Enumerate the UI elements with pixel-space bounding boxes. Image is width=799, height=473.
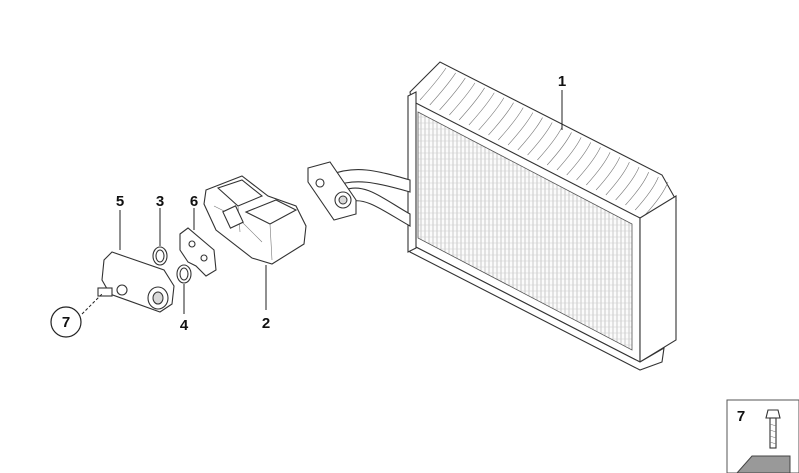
expansion-valve (97, 251, 175, 313)
o-ring-upper (152, 246, 168, 266)
gasket-plate (179, 227, 217, 277)
leader-lines (81, 90, 563, 315)
corrugation-line (507, 112, 534, 146)
corrugation-line (615, 167, 640, 201)
corrugation-line (449, 82, 476, 116)
corrugation-line (419, 67, 447, 101)
pipe-flange (307, 161, 411, 227)
corrugation-line (478, 97, 505, 131)
corrugation-line (595, 157, 621, 191)
corrugation-line (527, 122, 553, 156)
label-part-6: 6 (190, 193, 198, 210)
corrugation-line (576, 147, 601, 181)
corrugation-line (644, 181, 669, 216)
corrugation-line (458, 87, 485, 121)
legend-box: 7 (726, 399, 799, 473)
corrugation-line (429, 72, 456, 106)
label-part-2: 2 (262, 315, 270, 332)
expansion-valve-cover (203, 175, 307, 265)
callout-7: 7 (50, 306, 82, 338)
corrugation-line (537, 127, 563, 161)
corrugation-line (498, 107, 524, 141)
corrugation-line (605, 162, 630, 196)
o-ring-lower (176, 264, 192, 284)
corrugation-line (488, 102, 514, 136)
legend-tab-icon (736, 455, 791, 473)
corrugation-line (546, 132, 572, 166)
legend-label-7: 7 (737, 408, 745, 425)
corrugation-line (439, 77, 466, 111)
label-part-5: 5 (116, 193, 124, 210)
corrugation-line (634, 176, 659, 211)
label-part-1: 1 (558, 73, 566, 90)
corrugation-line (625, 171, 649, 206)
label-part-4: 4 (180, 317, 189, 334)
corrugation-line (468, 92, 495, 126)
corrugation-line (517, 117, 543, 151)
corrugation-line (586, 152, 611, 186)
corrugation-line (556, 137, 582, 171)
screw-icon (765, 409, 781, 449)
label-part-3: 3 (156, 193, 164, 210)
corrugation-line (566, 142, 592, 176)
evaporator-core (407, 61, 677, 371)
label-part-7: 7 (62, 314, 70, 331)
